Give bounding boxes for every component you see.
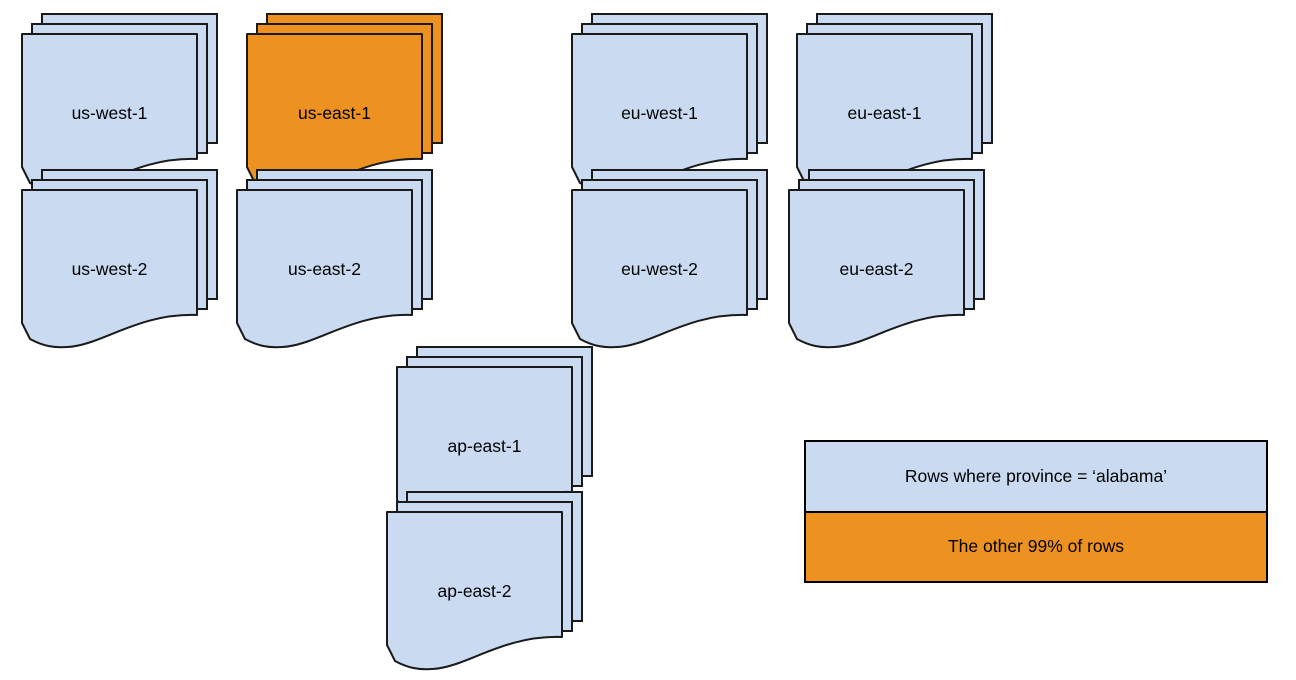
- stack-label-ap-east-1: ap-east-1: [448, 436, 522, 456]
- stack-sheet-front: [571, 189, 748, 349]
- stack-sheet-front: [236, 189, 413, 349]
- stack-label-us-east-1: us-east-1: [298, 103, 371, 123]
- stack-label-eu-west-2: eu-west-2: [621, 259, 698, 279]
- stack-label-us-east-2: us-east-2: [288, 259, 361, 279]
- stack-label-us-west-2: us-west-2: [72, 259, 148, 279]
- document-stack-ap-east-2[interactable]: ap-east-2: [386, 491, 588, 679]
- stack-sheet-front: [788, 189, 965, 349]
- stack-label-eu-east-1: eu-east-1: [848, 103, 922, 123]
- stack-sheet-front: [386, 511, 563, 671]
- stack-label-eu-west-1: eu-west-1: [621, 103, 698, 123]
- stack-sheet-front: [21, 189, 198, 349]
- document-stack-us-west-2[interactable]: us-west-2: [21, 169, 223, 357]
- stack-label-eu-east-2: eu-east-2: [840, 259, 914, 279]
- document-stack-eu-east-1[interactable]: eu-east-1: [796, 13, 998, 201]
- document-stack-ap-east-1[interactable]: ap-east-1: [396, 346, 598, 534]
- stack-label-ap-east-2: ap-east-2: [438, 581, 512, 601]
- legend-label-orange: The other 99% of rows: [947, 536, 1125, 557]
- document-stack-eu-east-2[interactable]: eu-east-2: [788, 169, 990, 357]
- legend-row-orange: The other 99% of rows: [806, 512, 1266, 581]
- document-stack-eu-west-2[interactable]: eu-west-2: [571, 169, 773, 357]
- document-stack-eu-west-1[interactable]: eu-west-1: [571, 13, 773, 201]
- legend-label-blue: Rows where province = ‘alabama’: [904, 465, 1168, 486]
- document-stack-us-east-1[interactable]: us-east-1: [246, 13, 448, 201]
- legend-row-blue: Rows where province = ‘alabama’: [806, 442, 1266, 513]
- legend-box: Rows where province = ‘alabama’ The othe…: [804, 440, 1268, 583]
- stack-label-us-west-1: us-west-1: [72, 103, 148, 123]
- document-stack-us-east-2[interactable]: us-east-2: [236, 169, 438, 357]
